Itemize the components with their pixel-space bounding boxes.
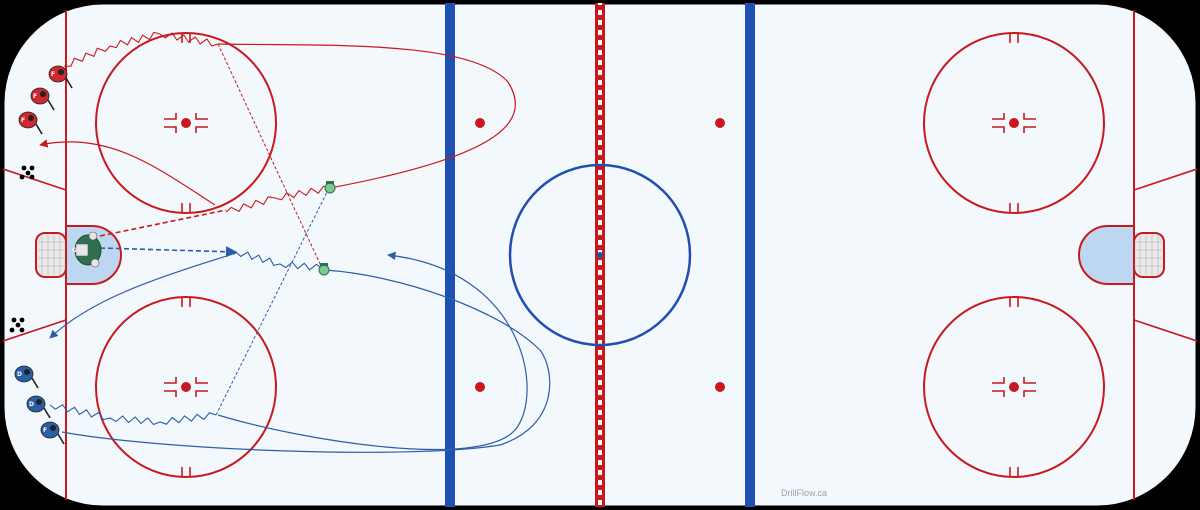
blue-skate-return-path (49, 252, 237, 339)
red-puck-carry-middle (225, 185, 331, 213)
red-skate-loop-path (217, 43, 516, 189)
neutral-dot-bottom-right (715, 382, 725, 392)
red-shot-line (99, 209, 227, 237)
player-icon: D (14, 365, 39, 389)
blue-skate-long-path (61, 269, 551, 453)
blue-line-left (445, 3, 455, 507)
player-icon: F (18, 111, 43, 135)
puck-pile-icon (19, 165, 35, 180)
blue-skate-loop-path (217, 251, 528, 451)
blue-puck-carry-middle (235, 251, 323, 271)
faceoff-circle (95, 296, 277, 478)
player-label: F (51, 71, 55, 78)
watermark: DrillFlow.ca (781, 488, 827, 498)
neutral-dot-top-left (475, 118, 485, 128)
blue-pass-line (215, 185, 331, 416)
faceoff-circle (923, 32, 1105, 214)
pylon-icon (318, 263, 330, 276)
crease-right (1078, 225, 1135, 285)
neutral-dot-top-right (715, 118, 725, 128)
net-right (1133, 232, 1165, 278)
red-puck-carry-top (63, 31, 219, 67)
net-left (35, 232, 67, 278)
red-skate-return-path (39, 139, 216, 206)
faceoff-circle (95, 32, 277, 214)
player-icon: D (26, 395, 51, 419)
red-pass-line (217, 43, 323, 269)
player-icon: F (30, 87, 55, 111)
faceoff-circles (95, 32, 1105, 478)
trapezoid-right (1133, 167, 1197, 343)
puck-pile-icon (9, 317, 25, 333)
blue-line-right (745, 3, 755, 507)
player-label: F (43, 427, 47, 434)
player-label: D (17, 371, 22, 378)
goalie-label: G (72, 247, 77, 254)
player-label: F (21, 117, 25, 124)
blue-team-players: D D F (14, 365, 65, 445)
red-team-players: F F F (18, 65, 73, 135)
neutral-dot-bottom-left (475, 382, 485, 392)
center-faceoff-dot (597, 252, 603, 258)
player-icon: F (48, 65, 73, 89)
player-label: F (33, 93, 37, 100)
goalie-icon: G (72, 231, 102, 268)
center-circle (508, 163, 692, 347)
blue-puck-carry-bottom (49, 403, 217, 426)
pylon-icon (324, 181, 336, 194)
player-label: D (29, 401, 34, 408)
blue-shot-line (99, 246, 238, 258)
player-icon: F (40, 421, 65, 445)
faceoff-circle (923, 296, 1105, 478)
